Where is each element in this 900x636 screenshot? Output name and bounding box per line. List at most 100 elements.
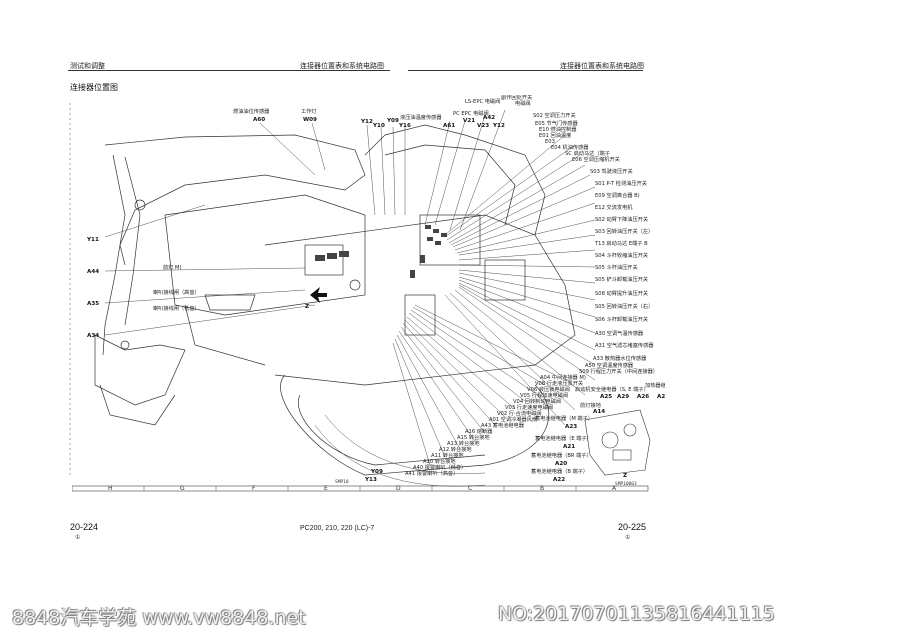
svg-text:A23: A23 <box>565 424 577 430</box>
svg-text:E04 机油传感器: E04 机油传感器 <box>551 143 589 151</box>
svg-text:Y12: Y12 <box>360 119 373 125</box>
svg-text:A16 熔断器: A16 熔断器 <box>465 427 493 435</box>
svg-text:PC EPC 电磁阀: PC EPC 电磁阀 <box>453 109 489 117</box>
ruler-letter-e: E <box>324 485 328 492</box>
svg-text:E03: E03 <box>545 139 555 145</box>
svg-text:蓄电池继电器（BR 端子）: 蓄电池继电器（BR 端子） <box>531 451 592 459</box>
right-page-number: 20-225 <box>618 522 647 532</box>
svg-text:A41 报警喇叭（高音）: A41 报警喇叭（高音） <box>405 469 458 477</box>
svg-text:喇叭接线闸（低音）: 喇叭接线闸（低音） <box>153 304 200 312</box>
svg-text:V08 行走液压泵开关: V08 行走液压泵开关 <box>535 379 583 387</box>
svg-text:S01 P-T 检测油压开关: S01 P-T 检测油压开关 <box>595 179 647 187</box>
svg-text:E09 空调离合器 B): E09 空调离合器 B) <box>595 191 640 199</box>
watermark-site: 8848汽车学苑 www.vw8848.net <box>12 607 306 629</box>
svg-text:加热器继电器: 加热器继电器 <box>645 381 665 389</box>
svg-text:A40 报警喇叭（低音）: A40 报警喇叭（低音） <box>413 463 466 471</box>
ruler-letter-h: H <box>108 485 113 492</box>
svg-text:A22: A22 <box>553 477 565 483</box>
svg-text:V05 行程加速电磁阀: V05 行程加速电磁阀 <box>520 391 568 399</box>
svg-text:喇叭接线闸（高音）: 喇叭接线闸（高音） <box>153 288 200 296</box>
svg-text:A33 散热器水位传感器: A33 散热器水位传感器 <box>593 354 647 362</box>
svg-text:V04 回转制动电磁阀: V04 回转制动电磁阀 <box>513 397 561 405</box>
svg-text:V23: V23 <box>477 123 489 129</box>
svg-text:S08 动臂提升油压开关: S08 动臂提升油压开关 <box>595 289 648 297</box>
svg-text:A10 转台接地: A10 转台接地 <box>423 457 456 465</box>
svg-text:A13 转台接地: A13 转台接地 <box>447 439 480 447</box>
svg-text:A01 空调冷凝器风扇: A01 空调冷凝器风扇 <box>489 415 537 423</box>
svg-text:SC 启动马达（端子: SC 启动马达（端子 <box>565 149 610 157</box>
connector-location-diagram: Z Y11 A44 前灯 M) A35 喇叭接线闸（高音） A34 喇叭接线闸（… <box>69 95 665 487</box>
svg-text:副作回处开关: 副作回处开关 <box>501 95 532 101</box>
svg-text:E06 空调压缩机开关: E06 空调压缩机开关 <box>572 155 620 163</box>
svg-text:A30 空调气温传感器: A30 空调气温传感器 <box>595 329 644 337</box>
svg-text:A21: A21 <box>563 444 575 450</box>
svg-text:工作灯: 工作灯 <box>301 107 317 115</box>
svg-text:A61: A61 <box>443 123 455 129</box>
svg-text:蓄电池继电器（M 端子）: 蓄电池继电器（M 端子） <box>535 414 593 422</box>
svg-text:A31 空气滤芯堵塞传感器: A31 空气滤芯堵塞传感器 <box>595 341 654 349</box>
connector-cluster <box>315 225 447 278</box>
svg-text:Y09: Y09 <box>386 118 399 124</box>
header-section: 测试和调整 <box>70 62 105 70</box>
svg-text:A28: A28 <box>657 394 665 400</box>
ruler-letter-f: F <box>252 485 256 492</box>
svg-text:A42: A42 <box>483 115 495 121</box>
left-page-number: 20-224 <box>70 522 99 532</box>
svg-text:V02 行·合流电磁阀: V02 行·合流电磁阀 <box>497 409 542 417</box>
svg-text:A60: A60 <box>253 117 265 123</box>
svg-text:A50 空调温度传感器: A50 空调温度传感器 <box>585 361 634 369</box>
header-rule-left <box>68 70 390 71</box>
svg-text:A20: A20 <box>555 461 567 467</box>
svg-text:S05 回转油压开关（右）: S05 回转油压开关（右） <box>595 302 653 310</box>
svg-text:V06 液压锁电磁阀: V06 液压锁电磁阀 <box>527 385 570 393</box>
model-number: PC200, 210, 220 (LC)-7 <box>300 525 375 532</box>
svg-text:A35: A35 <box>87 301 99 307</box>
bottom-ruler <box>72 485 649 492</box>
svg-text:S05 斗杆油压开关: S05 斗杆油压开关 <box>595 263 638 271</box>
svg-text:电磁阀: 电磁阀 <box>515 99 531 107</box>
watermark-number: NO:20170701135816441115 <box>498 603 776 625</box>
right-page-mark: ① <box>625 534 631 541</box>
svg-text:S03 驾驶液压开关: S03 驾驶液压开关 <box>590 167 633 175</box>
svg-text:E10 燃油控制器: E10 燃油控制器 <box>539 125 577 133</box>
header-left-title: 连接器位置表和系统电路图 <box>300 62 384 70</box>
page-title: 连接器位置图 <box>70 83 118 92</box>
svg-text:S06 斗杆卸载油压开关: S06 斗杆卸载油压开关 <box>595 315 648 323</box>
svg-text:V03 行走速度电磁阀: V03 行走速度电磁阀 <box>505 403 553 411</box>
svg-text:V21: V21 <box>463 118 475 124</box>
svg-text:燃油油位传感器: 燃油油位传感器 <box>233 107 270 115</box>
svg-text:Y12: Y12 <box>492 123 505 129</box>
svg-text:SMP10003: SMP10003 <box>615 481 637 487</box>
svg-text:W09: W09 <box>303 117 317 123</box>
header-rule-right <box>408 70 643 71</box>
ruler-letter-g: G <box>180 485 185 492</box>
svg-text:SMP10: SMP10 <box>335 479 349 485</box>
svg-text:A11 转台接地: A11 转台接地 <box>431 451 464 459</box>
ruler-letter-d: D <box>396 485 401 492</box>
svg-text:S09 行程压力开关（中间连接器）: S09 行程压力开关（中间连接器） <box>579 367 658 375</box>
svg-text:A25: A25 <box>600 394 612 400</box>
ruler-letter-c: C <box>468 485 473 492</box>
svg-text:液压油温度传感器: 液压油温度传感器 <box>400 113 442 121</box>
svg-text:启动机安全继电器（S, E 端子）: 启动机安全继电器（S, E 端子） <box>575 385 649 393</box>
svg-text:A44: A44 <box>87 269 99 275</box>
ruler-letter-a: A <box>612 485 617 492</box>
svg-text:S02 空调压力开关: S02 空调压力开关 <box>533 111 576 119</box>
svg-text:S02 动臂下降油压开关: S02 动臂下降油压开关 <box>595 215 648 223</box>
svg-text:S05 铲斗卸载油压开关: S05 铲斗卸载油压开关 <box>595 275 648 283</box>
svg-text:LS-EPC 电磁阀: LS-EPC 电磁阀 <box>465 97 500 105</box>
svg-text:E01 回油温度: E01 回油温度 <box>539 131 571 139</box>
svg-text:蓄电池继电器（B 端子）: 蓄电池继电器（B 端子） <box>531 467 588 475</box>
svg-text:S04 斗杆收缩油压开关: S04 斗杆收缩油压开关 <box>595 251 648 259</box>
svg-text:A29: A29 <box>617 394 629 400</box>
svg-text:Y13: Y13 <box>364 477 377 483</box>
inset-detail <box>584 409 651 476</box>
svg-text:A15 转台接地: A15 转台接地 <box>457 433 490 441</box>
svg-text:前灯 M): 前灯 M) <box>163 263 182 271</box>
svg-text:A12 转台接地: A12 转台接地 <box>439 445 472 453</box>
svg-text:A26: A26 <box>637 394 649 400</box>
svg-text:T13 启动马达 E端子 B: T13 启动马达 E端子 B <box>594 239 648 247</box>
svg-text:S03 回转油压开关（左）: S03 回转油压开关（左） <box>595 227 653 235</box>
ruler-letter-b: B <box>540 485 545 492</box>
svg-text:A04 中间连接器 M): A04 中间连接器 M) <box>540 373 586 381</box>
